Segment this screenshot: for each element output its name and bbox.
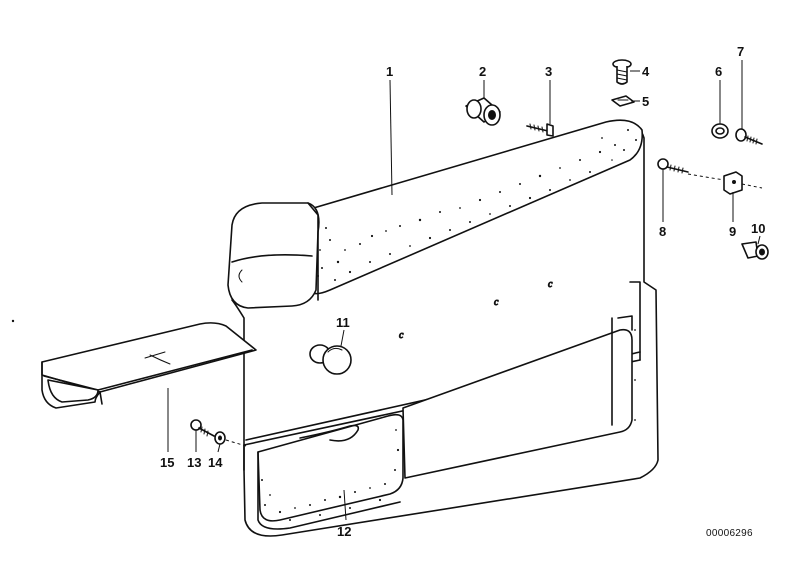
callout-10: 10 [751,221,765,236]
part-9-bracket [687,171,763,195]
texture-speckles [261,129,637,521]
callout-15: 15 [160,455,174,470]
part-2-bushing [465,97,501,126]
svg-text:c: c [399,330,404,341]
callout-6: 6 [715,64,722,79]
callout-12: 12 [337,524,351,539]
callout-8: 8 [659,224,666,239]
stray-mark [11,319,15,323]
part-4-pushpin [612,59,632,85]
callout-2: 2 [479,64,486,79]
callout-7: 7 [737,44,744,59]
armrest-pad [41,322,257,409]
svg-text:c: c [494,297,499,308]
part-11-cap [309,344,352,375]
leader-lines [167,60,761,521]
part-6-nut [711,123,729,139]
svg-text:c: c [548,279,553,290]
part-14-washer [214,431,247,447]
door-trim-panel: c c c [227,119,659,537]
callout-4: 4 [642,64,650,79]
part-13-screw [190,419,215,437]
callout-13: 13 [187,455,201,470]
callout-11: 11 [336,315,350,330]
callout-3: 3 [545,64,552,79]
callout-9: 9 [729,224,736,239]
callout-1: 1 [386,64,393,79]
part-7-screw [735,128,763,145]
part-5-clip [611,95,635,107]
callout-14: 14 [208,455,223,470]
callout-labels: 1 2 3 4 5 6 7 8 9 10 11 12 13 14 15 [160,44,765,539]
document-number: 00006296 [706,528,753,539]
part-10-rivet [741,241,769,260]
callout-5: 5 [642,94,649,109]
part-3-screw [526,123,554,137]
